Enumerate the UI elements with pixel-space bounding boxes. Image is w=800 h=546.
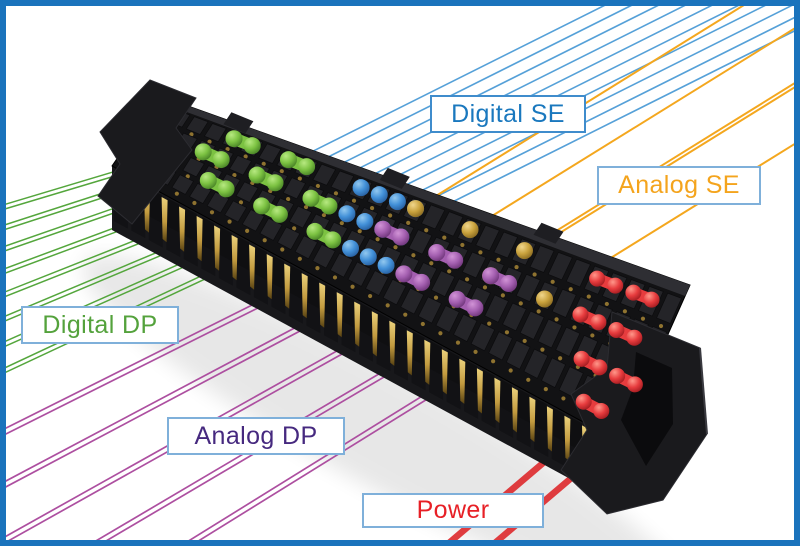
label-digital-dp: Digital DP bbox=[21, 306, 179, 344]
label-power-text: Power bbox=[416, 496, 490, 524]
label-digital-se-text: Digital SE bbox=[451, 99, 565, 128]
label-power: Power bbox=[362, 493, 544, 528]
label-analog-se-text: Analog SE bbox=[618, 171, 740, 199]
label-analog-se: Analog SE bbox=[597, 166, 761, 205]
label-analog-dp-text: Analog DP bbox=[194, 421, 318, 450]
label-analog-dp: Analog DP bbox=[167, 417, 345, 455]
label-digital-se: Digital SE bbox=[430, 95, 586, 133]
label-digital-dp-text: Digital DP bbox=[42, 310, 158, 339]
signal-lines-digital-se bbox=[313, 0, 800, 202]
pin-markers bbox=[194, 130, 660, 419]
